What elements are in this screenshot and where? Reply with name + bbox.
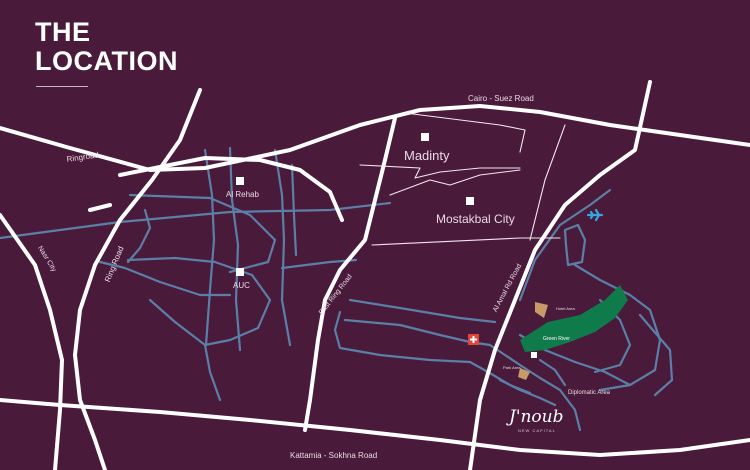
minor-road (203, 148, 216, 347)
hospital-icon (468, 334, 479, 345)
label-diplomatic-area: Diplomatic Area (568, 390, 611, 396)
major-roads (0, 80, 750, 470)
east-road (468, 80, 652, 470)
label-green-river: Green River (543, 336, 570, 342)
minor-road (638, 313, 674, 397)
poi-square (531, 352, 537, 358)
district-outline (389, 169, 521, 196)
label-hotel-area: Hotel Area (556, 306, 575, 311)
madinty-marker (421, 133, 429, 141)
label-al-rehab: Al Rehab (226, 190, 259, 199)
east-ring-road (303, 116, 397, 432)
district-outline (359, 164, 521, 179)
jnoub-logo-subtitle: NEW CAPITAL (518, 428, 556, 433)
label-kattamia-sokhna-road: Kattamia - Sokhna Road (290, 451, 378, 460)
label-auc: AUC (233, 281, 250, 290)
minor-road (348, 298, 497, 324)
ring-road (73, 88, 202, 470)
jnoub-logo: J'noub (509, 407, 564, 427)
minor-road (563, 223, 587, 267)
kattamia-sokhna-road (0, 398, 750, 457)
minor-road (0, 201, 392, 240)
district-outline (404, 112, 526, 153)
label-cairo-suez-road: Cairo - Suez Road (468, 94, 534, 103)
landmark-shape (518, 368, 530, 380)
minor-road (498, 378, 557, 407)
minor-road (290, 163, 298, 257)
title-line-2: LOCATION (35, 46, 178, 76)
minor-road (126, 208, 152, 264)
label-park-area: Park Area (503, 365, 521, 370)
ring-loop (118, 156, 344, 222)
district-outlines (359, 112, 566, 246)
landmark-shape (535, 302, 548, 318)
minor-road (128, 193, 277, 274)
minor-road (273, 148, 292, 347)
al-rehab-marker (236, 177, 244, 185)
minor-road (573, 263, 662, 392)
minor-road (98, 260, 232, 297)
nasr-city-road (0, 213, 64, 470)
cairo-suez-road (0, 104, 750, 172)
minor-road (148, 298, 222, 402)
label-mostakbal-city: Mostakbal City (436, 212, 515, 226)
minor-road (538, 358, 567, 387)
district-outline (529, 124, 566, 241)
green-river-area (520, 285, 628, 352)
district-outline (371, 237, 561, 246)
title-line-1: THE (35, 17, 91, 47)
mostakbal-city-marker (466, 197, 474, 205)
minor-roads (0, 146, 674, 432)
minor-road (488, 343, 582, 432)
minor-road (518, 188, 612, 302)
auc-marker (236, 268, 244, 276)
minor-road (333, 310, 472, 364)
page-title: THE LOCATION (35, 18, 178, 76)
label-madinty: Madinty (404, 148, 450, 163)
minor-road (126, 256, 272, 347)
title-underline (36, 86, 88, 87)
ring-loop (88, 203, 112, 212)
minor-road (228, 146, 242, 352)
airplane-icon (586, 208, 604, 222)
